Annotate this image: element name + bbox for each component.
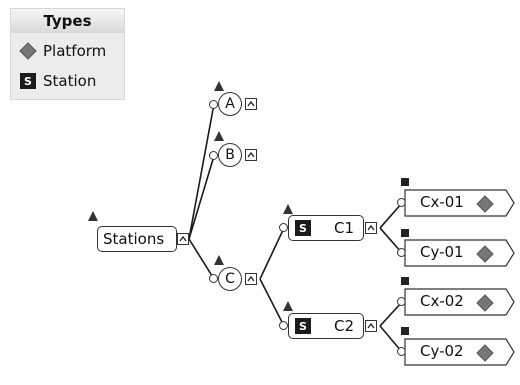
connector-port (279, 223, 288, 232)
station-badge-icon: S (19, 72, 37, 90)
legend-label-station: Station (43, 72, 97, 90)
square-marker-icon (401, 178, 409, 186)
node-label: A (225, 96, 235, 112)
connector-port (209, 100, 218, 109)
square-marker-icon (401, 327, 409, 335)
triangle-marker-icon (214, 131, 224, 141)
collapse-toggle-icon[interactable] (245, 98, 257, 110)
node-label: Cy-01 (420, 243, 464, 261)
group-node-b[interactable]: B (218, 143, 242, 167)
group-node-c[interactable]: C (218, 267, 242, 291)
node-label: B (225, 147, 235, 163)
collapse-toggle-icon[interactable] (245, 149, 257, 161)
collapse-toggle-icon[interactable] (245, 273, 257, 285)
connector-port (279, 321, 288, 330)
diamond-icon (476, 344, 494, 362)
root-node-stations[interactable]: Stations (97, 226, 177, 252)
edge-c2-cx02 (379, 301, 403, 327)
edge-c-c2 (259, 278, 285, 327)
square-marker-icon (401, 229, 409, 237)
legend-item-station: S Station (19, 69, 96, 93)
triangle-marker-icon (214, 255, 224, 265)
node-label: C2 (334, 317, 355, 335)
group-node-a[interactable]: A (218, 92, 242, 116)
station-badge-icon: S (295, 220, 311, 236)
platform-node-cy-02[interactable]: Cy-02 (404, 338, 516, 366)
edge-root-c (188, 238, 215, 280)
edge-root-b (188, 155, 215, 240)
diamond-icon (19, 42, 37, 60)
node-label: Stations (103, 230, 165, 248)
triangle-marker-icon (283, 204, 293, 214)
platform-node-cy-01[interactable]: Cy-01 (404, 239, 516, 267)
station-node-c2[interactable]: S C2 (288, 313, 364, 339)
edge-c1-cx01 (379, 202, 403, 229)
connector-port (209, 274, 218, 283)
edge-root-a (188, 103, 215, 240)
edge-c-c1 (259, 227, 285, 280)
platform-node-cx-02[interactable]: Cx-02 (404, 288, 516, 316)
node-label: C1 (334, 219, 355, 237)
diamond-icon (476, 294, 494, 312)
triangle-marker-icon (88, 211, 98, 221)
square-marker-icon (401, 277, 409, 285)
legend-item-platform: Platform (19, 39, 106, 63)
diamond-icon (476, 195, 494, 213)
platform-node-cx-01[interactable]: Cx-01 (404, 189, 516, 217)
node-label: Cy-02 (420, 342, 464, 360)
legend-title: Types (11, 9, 124, 33)
collapse-toggle-icon[interactable] (177, 233, 189, 245)
collapse-toggle-icon[interactable] (365, 222, 377, 234)
types-legend: Types Platform S Station (10, 8, 125, 100)
station-node-c1[interactable]: S C1 (288, 215, 364, 241)
legend-label-platform: Platform (43, 42, 107, 60)
node-label: C (225, 271, 235, 287)
collapse-toggle-icon[interactable] (365, 320, 377, 332)
triangle-marker-icon (214, 81, 224, 91)
station-badge-icon: S (295, 318, 311, 334)
node-label: Cx-01 (420, 193, 464, 211)
connector-port (209, 151, 218, 160)
diamond-icon (476, 245, 494, 263)
node-label: Cx-02 (420, 292, 464, 310)
triangle-marker-icon (283, 301, 293, 311)
